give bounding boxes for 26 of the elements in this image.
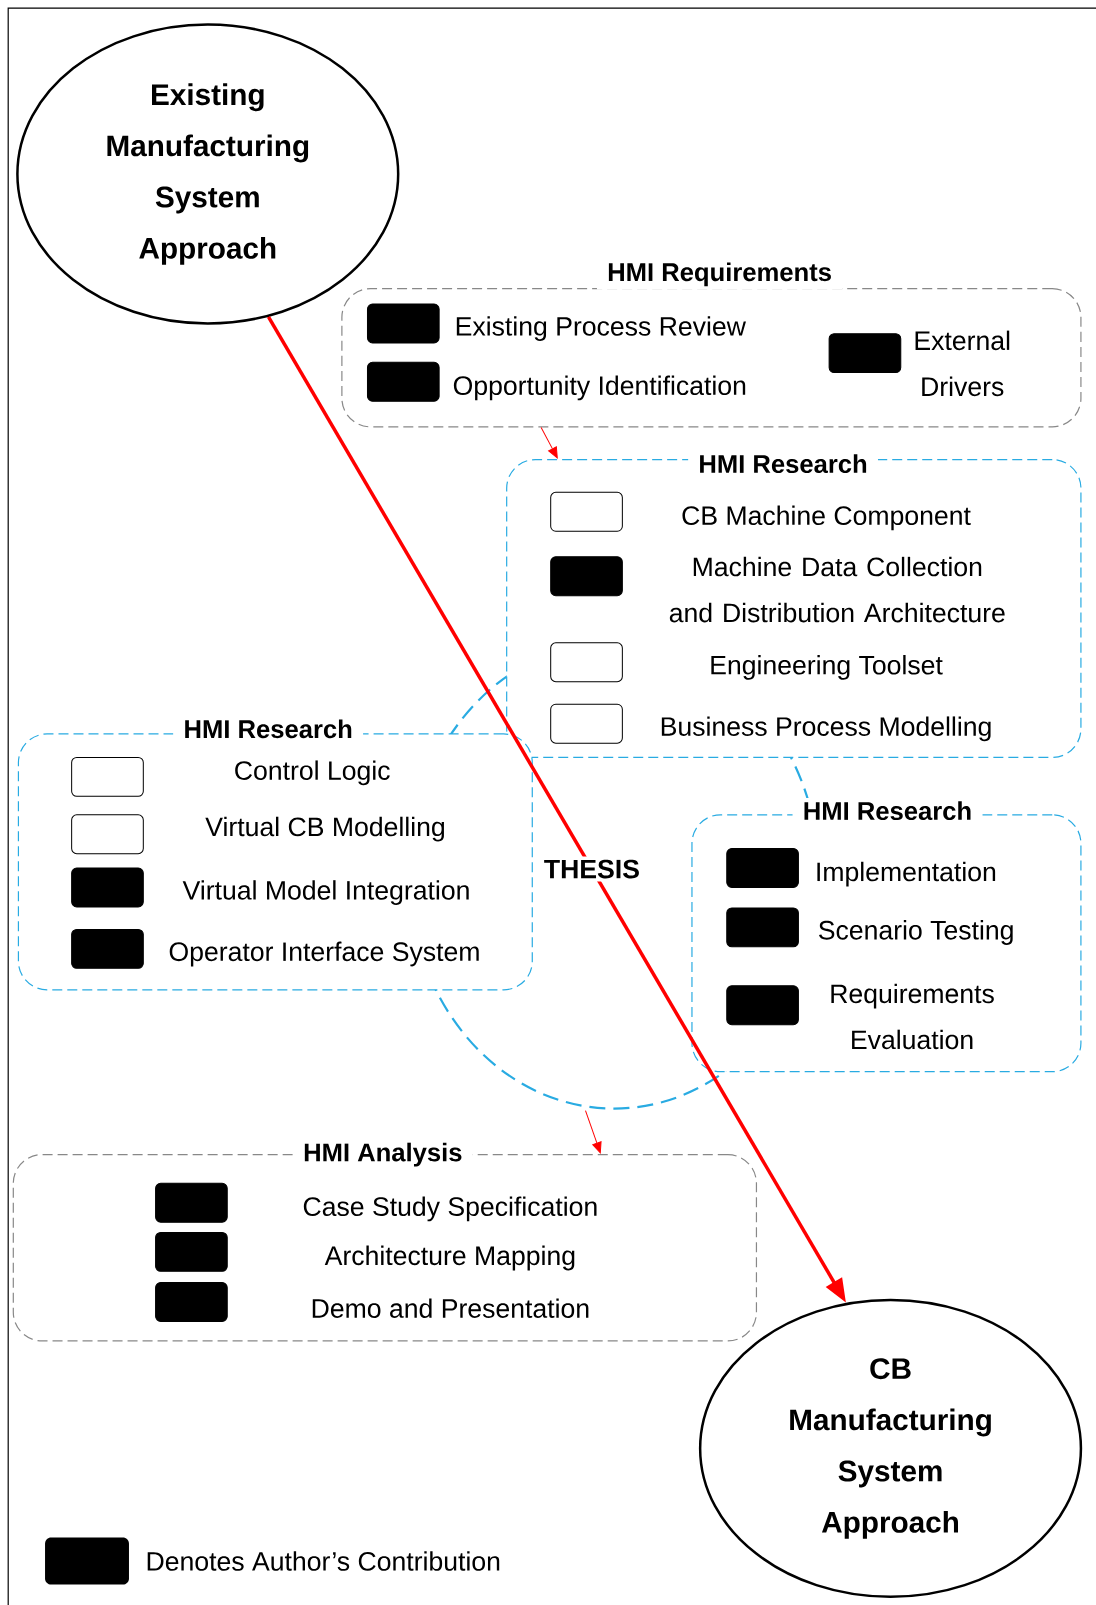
item-label: Scenario Testing bbox=[818, 920, 1013, 945]
item-label: Case Study Specification bbox=[303, 1196, 597, 1222]
item-label: Business Process Modelling bbox=[661, 716, 991, 742]
item-label: Operator Interface System bbox=[169, 941, 479, 967]
item-label: Virtual Model Integration bbox=[182, 880, 469, 905]
item-label: Control Logic bbox=[235, 760, 390, 786]
legend-label: Denotes Author’s Contribution bbox=[147, 1551, 500, 1571]
item-label: External Drivers bbox=[915, 330, 1010, 397]
group-heading: HMI Research bbox=[792, 797, 983, 824]
group-heading: HMI Research bbox=[173, 716, 363, 742]
item-label: Architecture Mapping bbox=[324, 1245, 575, 1271]
item-label: Demo and Presentation bbox=[312, 1298, 589, 1318]
item-label: Machine Data Collection and Distribution Architecture bbox=[669, 556, 1005, 623]
item-label: Requirements Evaluation bbox=[831, 983, 994, 1050]
item-label: Virtual CB Modelling bbox=[205, 816, 444, 842]
arrow bbox=[584, 1110, 602, 1154]
arrow bbox=[540, 426, 558, 459]
item-label: Implementation bbox=[817, 861, 995, 887]
item-label: Opportunity Identification bbox=[453, 375, 746, 401]
item-label: Existing Process Review bbox=[456, 316, 746, 341]
group-heading: HMI Research bbox=[688, 450, 878, 477]
group-heading: HMI Requirements bbox=[596, 259, 843, 290]
item-label: Engineering Toolset bbox=[711, 655, 943, 680]
edge-label: THESIS bbox=[540, 856, 643, 882]
group-heading: HMI Analysis bbox=[292, 1139, 473, 1170]
item-label: CB Machine Component bbox=[682, 505, 971, 531]
